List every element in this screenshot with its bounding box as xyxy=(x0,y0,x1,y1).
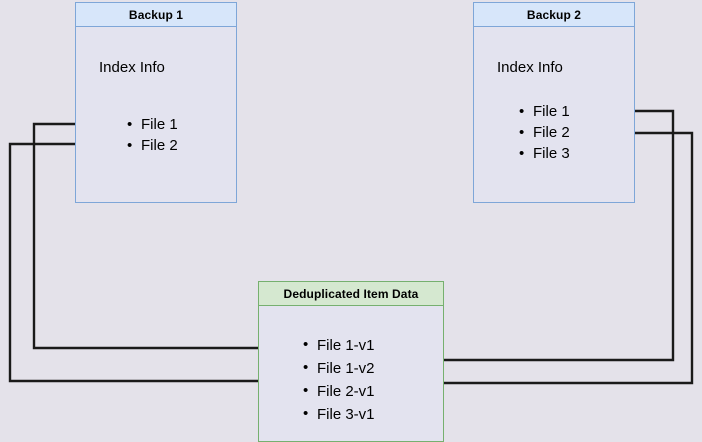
list-item: File 1-v2 xyxy=(303,357,375,380)
list-item: File 1-v1 xyxy=(303,334,375,357)
list-item: File 2-v1 xyxy=(303,380,375,403)
deduplicated-item-data-box[interactable]: Deduplicated Item Data File 1-v1 File 1-… xyxy=(258,281,444,442)
list-item: File 2 xyxy=(519,122,570,143)
connector-b1file2-to-file2v1 xyxy=(8,142,298,385)
connector-b2file2-to-file2v1 xyxy=(395,131,694,387)
backup-1-file-list: File 1 File 2 xyxy=(127,114,178,156)
backup-1-index-info-label: Index Info xyxy=(99,59,165,76)
list-item: File 1 xyxy=(519,101,570,122)
list-item: File 3-v1 xyxy=(303,403,375,426)
deduplicated-item-data-header: Deduplicated Item Data xyxy=(259,282,443,306)
backup-2-index-info-label: Index Info xyxy=(497,59,563,76)
backup-2-box[interactable]: Backup 2 Index Info File 1 File 2 File 3 xyxy=(473,2,635,203)
backup-1-header: Backup 1 xyxy=(76,3,236,27)
dedup-file-list: File 1-v1 File 1-v2 File 2-v1 File 3-v1 xyxy=(303,334,375,426)
backup-1-box[interactable]: Backup 1 Index Info File 1 File 2 xyxy=(75,2,237,203)
list-item: File 2 xyxy=(127,135,178,156)
list-item: File 3 xyxy=(519,143,570,164)
backup-2-header: Backup 2 xyxy=(474,3,634,27)
backup-2-file-list: File 1 File 2 File 3 xyxy=(519,101,570,164)
list-item: File 1 xyxy=(127,114,178,135)
